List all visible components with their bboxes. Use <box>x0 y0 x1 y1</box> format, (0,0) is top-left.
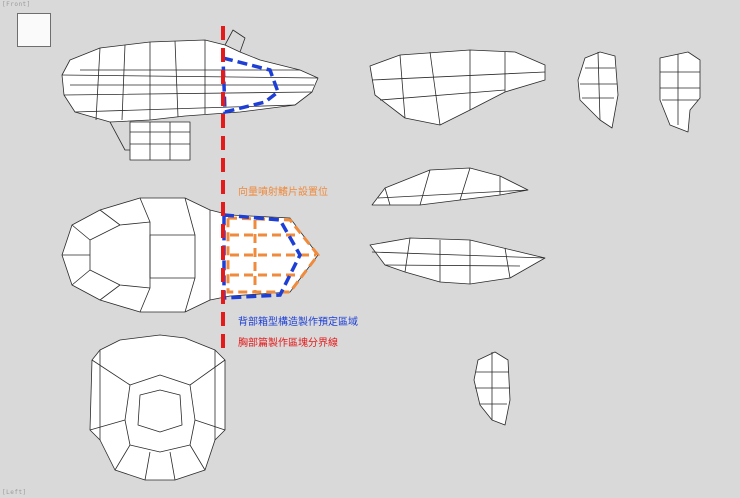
viewport-bottom-label[interactable]: [Left] <box>2 489 27 496</box>
back-box-area-label: 背部箱型構造製作預定區域 <box>238 317 358 328</box>
fin-decal-label: 向量噴射鰭片設置位 <box>238 187 328 198</box>
shoulder-small-part-b <box>659 51 701 133</box>
viewport-top-label[interactable]: [Front] <box>2 1 31 8</box>
back-box-area-top-view-outline <box>222 213 302 300</box>
torso-front-view <box>89 334 226 481</box>
view-cube-icon[interactable] <box>17 13 51 47</box>
fin-part-lower <box>369 237 546 285</box>
fin-part-upper <box>371 167 529 206</box>
torso-side-view <box>61 29 319 161</box>
shoulder-small-part-a <box>577 51 619 129</box>
back-box-side-part <box>369 49 546 126</box>
side-small-part <box>473 351 511 426</box>
chest-split-label: 胸部篇製作區塊分界線 <box>238 338 338 349</box>
